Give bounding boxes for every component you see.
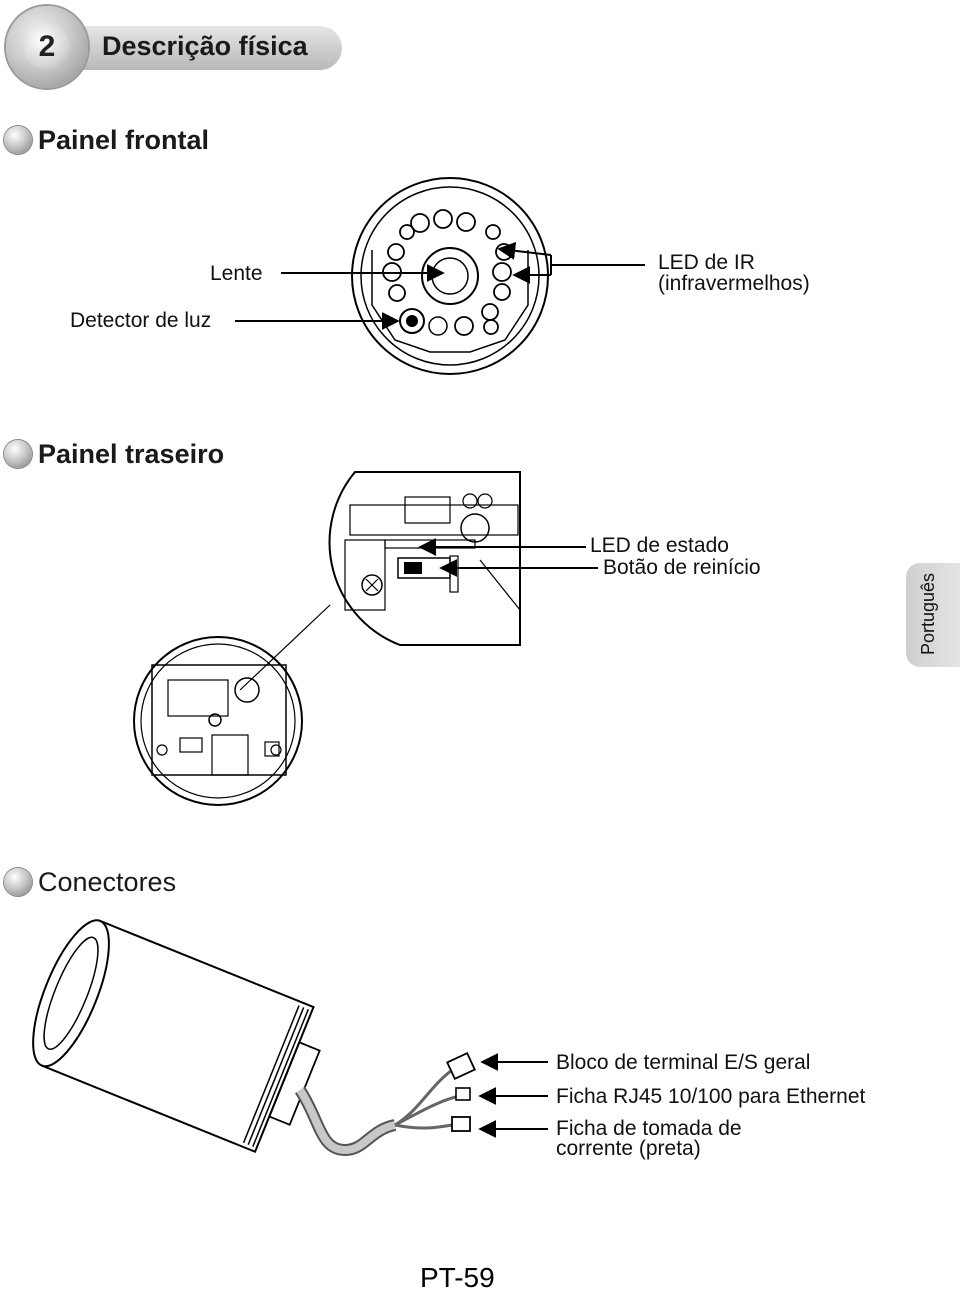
chapter-title-bar	[70, 26, 342, 70]
label-ir-led-line2: (infravermelhos)	[658, 272, 810, 295]
label-rj45: Ficha RJ45 10/100 para Ethernet	[556, 1085, 866, 1108]
label-reset-button: Botão de reinício	[603, 556, 761, 579]
section-title-rear-panel: Painel traseiro	[38, 439, 225, 469]
chapter-number: 2	[24, 24, 70, 70]
label-light-detector: Detector de luz	[70, 309, 212, 332]
label-status-led: LED de estado	[590, 534, 729, 557]
section-bullet-icon	[4, 126, 32, 154]
page-number: PT-59	[420, 1262, 495, 1293]
section-title-front-panel: Painel frontal	[38, 125, 210, 155]
label-ir-led-line1: LED de IR	[658, 251, 755, 274]
label-power-jack-line1: Ficha de tomada de	[556, 1117, 742, 1140]
label-power-jack-line2: corrente (preta)	[556, 1137, 701, 1160]
section-title-connectors: Conectores	[38, 867, 177, 897]
language-tab	[906, 563, 960, 667]
label-io-terminal: Bloco de terminal E/S geral	[556, 1051, 811, 1074]
label-lens: Lente	[210, 262, 263, 285]
section-bullet-icon	[4, 440, 32, 468]
chapter-title: Descrição física	[102, 31, 308, 61]
section-bullet-icon	[4, 868, 32, 896]
